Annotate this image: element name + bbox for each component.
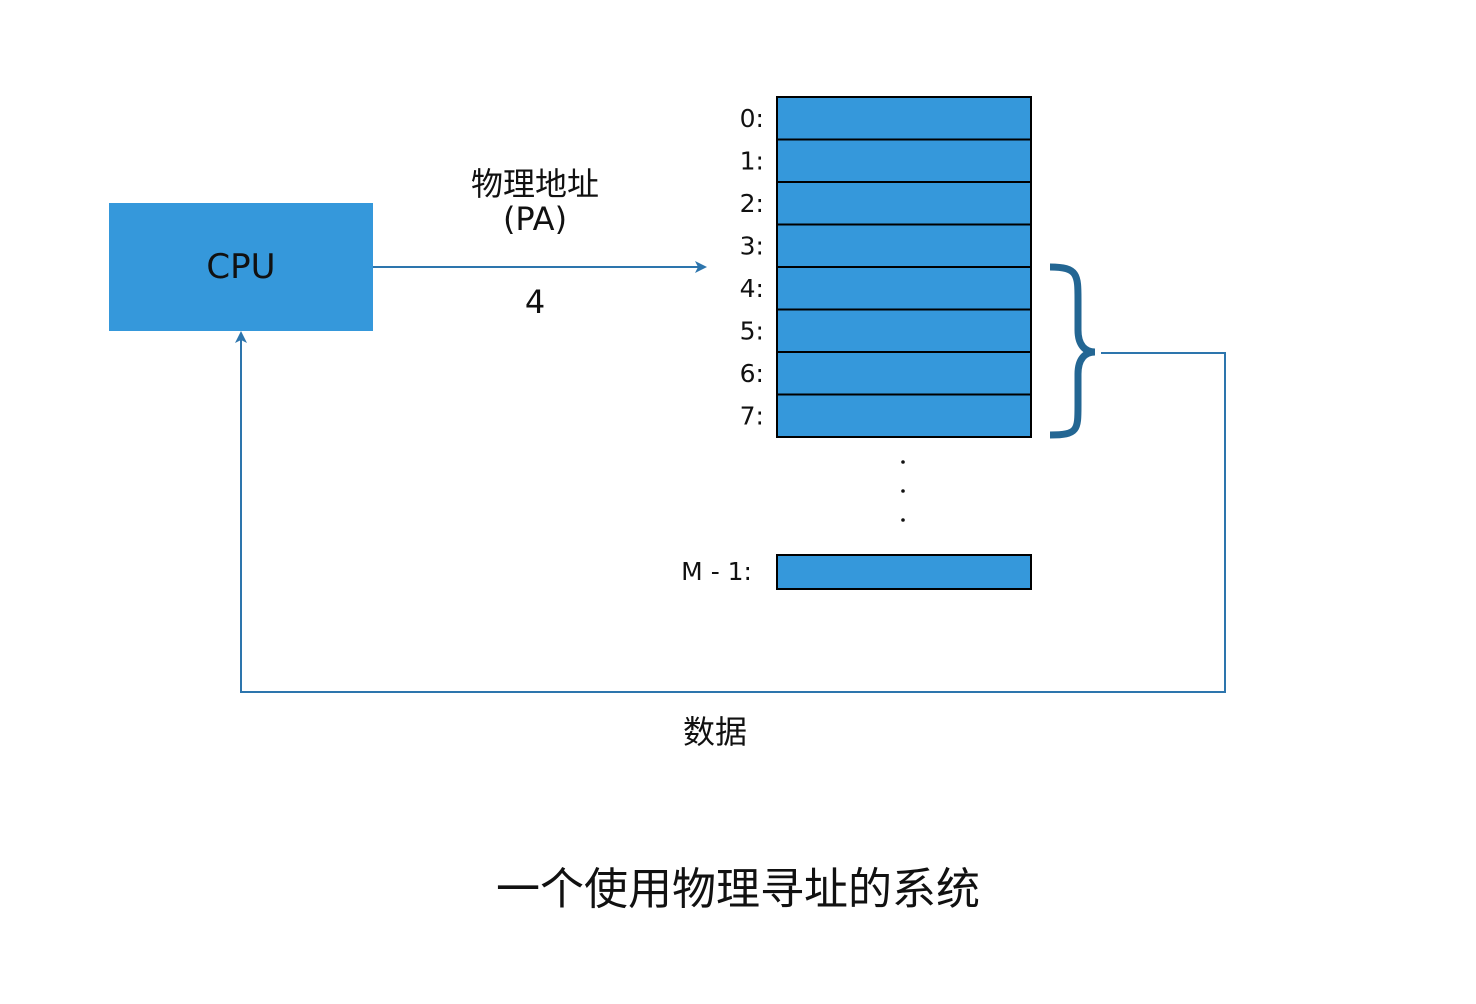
- memory-cell-last: [776, 554, 1032, 590]
- memory-cell: [776, 351, 1032, 396]
- memory-cell: [776, 138, 1032, 183]
- brace-icon: [1049, 263, 1096, 439]
- memory-row-label: 2:: [740, 189, 764, 218]
- cpu-box: [109, 203, 373, 331]
- memory-row-label-last: M - 1:: [681, 557, 752, 586]
- ellipsis-dot: [901, 460, 905, 464]
- memory-cell: [776, 96, 1032, 141]
- memory-cell: [776, 181, 1032, 226]
- address-abbr: (PA): [503, 200, 567, 238]
- memory-cell: [776, 266, 1032, 311]
- address-label: 物理地址: [471, 165, 599, 203]
- memory-row-label: 6:: [740, 359, 764, 388]
- memory-cell: [776, 393, 1032, 438]
- address-value: 4: [525, 283, 545, 321]
- memory-row-label: 0:: [740, 104, 764, 133]
- memory-row-label: 7:: [740, 402, 764, 431]
- memory-row-label: 5:: [740, 317, 764, 346]
- memory-row-label: 1:: [740, 147, 764, 176]
- cpu-label: CPU: [206, 247, 275, 287]
- data-label: 数据: [683, 713, 747, 751]
- caption: 一个使用物理寻址的系统: [496, 864, 980, 915]
- memory-cell: [776, 223, 1032, 268]
- data-return-arrow: [235, 331, 1226, 693]
- memory-array: 0: 1: 2: 3: 4: 5: 6: 7:: [740, 96, 1032, 438]
- memory-row-label: 3:: [740, 232, 764, 261]
- ellipsis-dot: [901, 518, 905, 522]
- memory-row-label: 4:: [740, 274, 764, 303]
- memory-cell: [776, 308, 1032, 353]
- ellipsis-dot: [901, 489, 905, 493]
